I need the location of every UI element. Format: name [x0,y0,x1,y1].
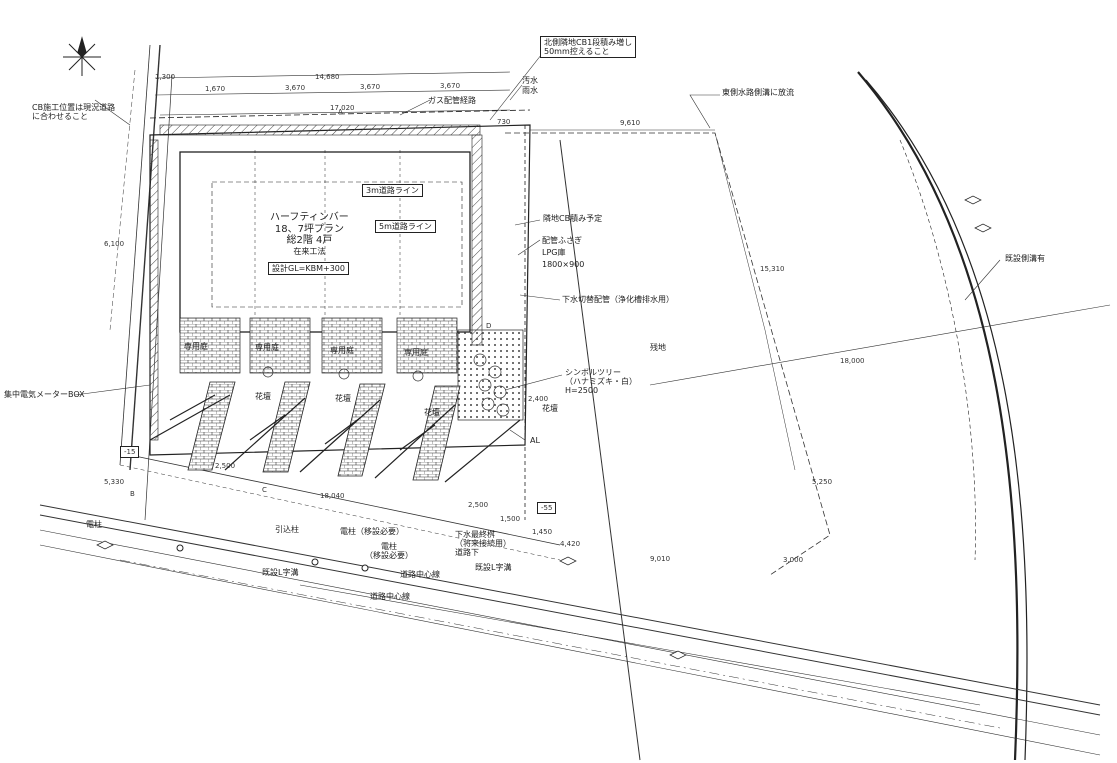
road-centerline-label-2: 道路中心線 [370,592,410,601]
dim-17020: 17,020 [330,104,355,112]
gas-pipe-label: ガス配管経路 [428,96,476,105]
dim-5330: 5,330 [104,478,125,486]
dim-1670: 1,670 [205,85,226,93]
private-garden-label-2: 専用庭 [255,343,279,352]
pole-label-1: 電柱 [86,520,102,529]
private-garden-label-4: 専用庭 [404,348,428,357]
sewage-label: 汚水 [522,76,538,85]
east-boundary-arc [857,71,1028,761]
dim-18040: 18,040 [320,492,345,500]
dim-3670-c: 3,670 [360,83,381,91]
dim-1300: 1,300 [155,73,176,81]
west-boundary-lines [109,44,173,521]
remaining-land-label: 残地 [650,343,666,352]
road-sink-label: 道路下 [455,548,479,558]
dim-3670-b: 3,670 [285,84,306,92]
marker-a: A [338,108,343,116]
sewer-inlet-label: 下水最終桝 （将来接続用） 道路下 [455,530,511,558]
symbol-tree-species: （ハナミズキ・白） [565,377,637,387]
level-tag-2: -55 [537,502,557,515]
sewer-inlet-name: 下水最終桝 [455,530,495,539]
dim-5250: 5,250 [812,478,833,486]
cb-road-note-1: CB施工位置は現況道路 [32,103,116,112]
dim-4420: 4,420 [560,540,581,548]
cb-road-note-2: に合わせること [32,112,88,122]
lpg-size-label: 1800×900 [542,260,585,269]
design-gl-label: 設計GL=KBM+300 [268,262,349,276]
north-neighbor-callout: 北側隣地CB1段積み増し 50mm控えること [540,36,637,59]
building-footprint [179,150,471,335]
building-spec: ハーフティンバー 18、7坪プラン 総2階 4戸 在来工法 [270,212,349,256]
building-method: 在来工法 [293,246,326,256]
east-fence [471,134,483,346]
remaining-land-lines [505,132,1111,761]
road-bands [39,454,1101,756]
north-fence [159,124,481,136]
lid-label: 配管ふさぎ [542,236,582,245]
lpg-label: LPG庫 [542,248,566,257]
private-garden-label-1: 専用庭 [184,342,208,351]
dim-9610: 9,610 [620,119,641,127]
private-garden-label-3: 専用庭 [330,346,354,355]
survey-markers [96,195,992,660]
dim-1450: 1,450 [532,528,553,536]
north-neighbor-text-1: 北側隣地CB1段積み増し [544,38,633,47]
building-plan: 18、7坪プラン [274,223,344,235]
road-line-5m-label: 5m道路ライン [375,220,436,234]
cb-road-note: CB施工位置は現況道路 に合わせること [32,103,115,121]
pole-label-3-note: （移設必要） [365,551,413,561]
dim-3000: 3,000 [783,556,804,564]
flowerbed-label-1: 花壇 [255,392,271,401]
road-line-3m-label: 3m道路ライン [362,184,423,198]
marker-d: D [486,322,492,330]
existing-l-ditch-label-1: 既設L字溝 [262,568,299,577]
leader-lines [74,49,1001,441]
dim-730: 730 [497,118,511,126]
existing-l-ditch-label-2: 既設L字溝 [475,563,512,572]
dim-15310: 15,310 [760,265,785,273]
top-dimension-lines [154,71,715,131]
parking-dividers [149,394,521,483]
flowerbed-label-east: 花壇 [542,404,558,413]
pole-label-3: 電柱 （移設必要） [365,542,413,560]
dim-2500-b: 2,500 [468,501,489,509]
al-label: AL [530,436,540,445]
level-tag-1: -15 [120,446,140,459]
flowerbed-label-3: 花壇 [424,408,440,417]
dim-14680: 14,680 [315,73,340,81]
east-drain-label: 東側水路側溝に放流 [722,88,794,97]
flowerbed-label-2: 花壇 [335,394,351,403]
building-name: ハーフティンバー [270,212,349,223]
marker-b: B [130,490,135,498]
dim-1500: 1,500 [500,515,521,523]
sewer-drain-label: 下水切替配管（浄化槽排水用） [562,295,674,304]
existing-side-ditch-label: 既設側溝有 [1005,254,1045,263]
shrubs [262,353,510,417]
dim-6100: 6,100 [104,240,125,248]
dim-18000: 18,000 [840,357,865,365]
meter-box-label: 集中電気メーターBOX [4,390,85,399]
symbol-tree-label: シンボルツリー （ハナミズキ・白） H=2500 [565,368,637,396]
building-floors: 総2階 4戸 [286,235,333,246]
sewer-inlet-note: （将来接続用） [455,539,511,549]
utility-poles [176,544,369,572]
private-gardens [179,317,524,421]
dim-9010: 9,010 [650,555,671,563]
north-neighbor-text-2: 50mm控えること [544,47,610,57]
road-centerline-label-1: 道路中心線 [400,570,440,579]
marker-c: C [262,486,267,494]
pole-label-2: 電柱（移設必要） [340,527,404,536]
north-arrow-icon [63,36,101,76]
symbol-tree-name: シンボルツリー [565,368,621,377]
pull-in-pole-label: 引込柱 [275,525,299,534]
dim-2400: 2,400 [528,395,549,403]
dim-2500-a: 2,500 [215,462,236,470]
dim-3670-d: 3,670 [440,82,461,90]
boundary-cb-label: 隣地CB積み予定 [543,214,603,223]
symbol-tree-height: H=2500 [565,386,599,396]
pole-label-3-name: 電柱 [381,542,397,551]
west-fence [149,139,159,441]
rain-label: 雨水 [522,86,538,95]
